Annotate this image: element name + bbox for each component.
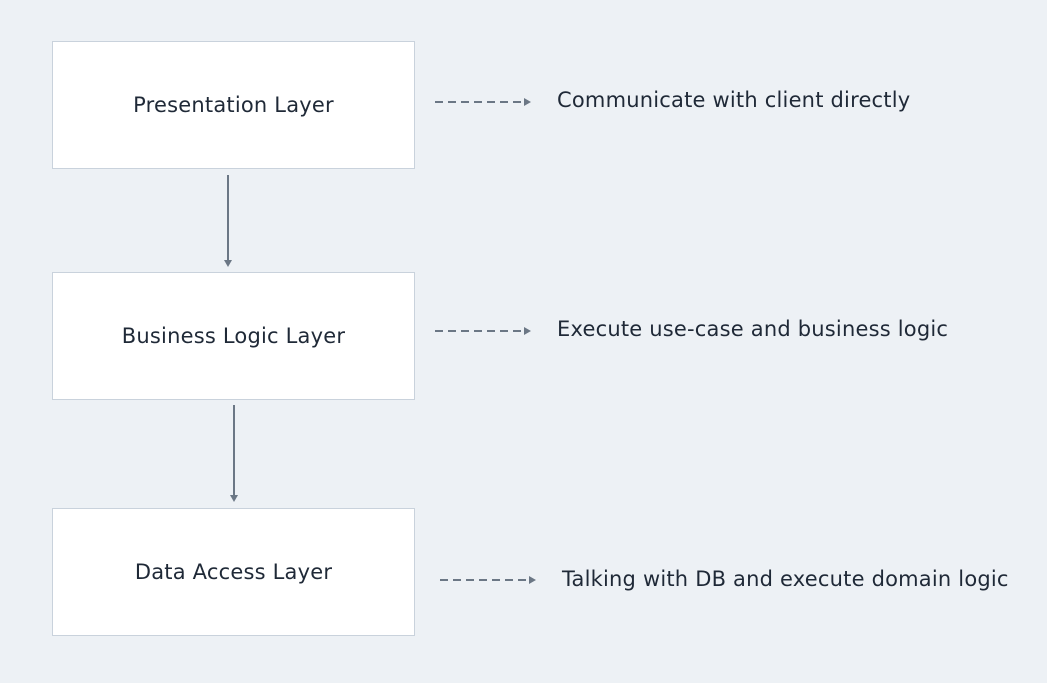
- dashed-arrow-business-logic-description: [435, 327, 531, 335]
- business-logic-layer-description: Execute use-case and business logic: [557, 317, 949, 341]
- presentation-layer-box: Presentation Layer: [52, 41, 415, 169]
- presentation-layer-label: Presentation Layer: [133, 93, 334, 117]
- data-access-layer-box: Data Access Layer: [52, 508, 415, 636]
- arrow-presentation-to-business: [224, 175, 232, 267]
- dashed-arrow-data-access-description: [440, 576, 536, 584]
- presentation-layer-description: Communicate with client directly: [557, 88, 911, 112]
- dashed-arrow-presentation-description: [435, 98, 531, 106]
- data-access-layer-label: Data Access Layer: [134, 560, 333, 584]
- arrow-business-to-data-access: [230, 405, 238, 502]
- business-logic-layer-box: Business Logic Layer: [52, 272, 415, 400]
- business-logic-layer-label: Business Logic Layer: [121, 324, 346, 348]
- data-access-layer-description: Talking with DB and execute domain logic: [562, 567, 1009, 591]
